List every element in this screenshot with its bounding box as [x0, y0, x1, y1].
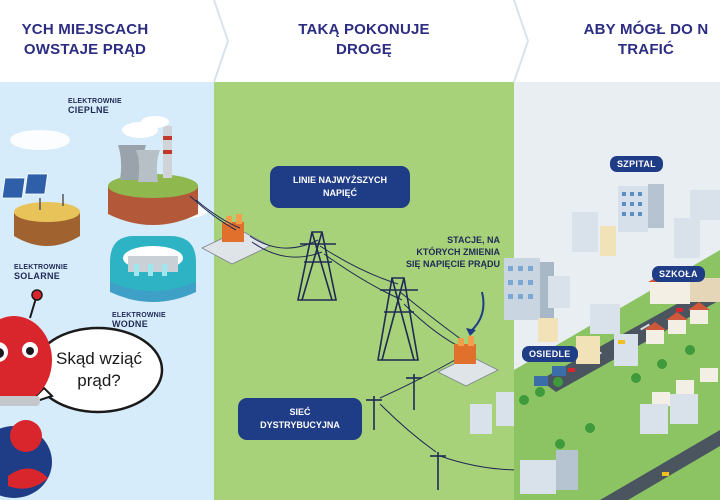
header-right-line-2: TRAFIĆ: [617, 41, 675, 58]
header-right-title: ABY MÓGŁ DO N TRAFIĆ: [572, 0, 720, 80]
substation-right-icon: [437, 336, 499, 387]
house-roofs: [644, 302, 710, 330]
city-illustration: [470, 184, 720, 500]
trees: [519, 345, 695, 449]
hydro-label-line-2: WODNE: [112, 319, 148, 329]
high-voltage-line-2: NAPIĘĆ: [322, 188, 357, 198]
header-strip: [0, 0, 720, 82]
hospital-tag: SZPITAL: [610, 156, 663, 172]
header-center-title: TAKĄ POKONUJE DROGĘ: [214, 0, 514, 80]
header-center-line-1: TAKĄ POKONUJE: [298, 21, 430, 38]
school-tag: SZKOŁA: [652, 266, 705, 282]
distribution-poles: [366, 374, 446, 490]
thermal-plant-label: ELEKTROWNIE CIEPLNE: [68, 98, 122, 115]
distribution-line-2: DYSTRYBUCYJNA: [260, 420, 340, 430]
header-right-line-1: ABY MÓGŁ DO N: [583, 21, 709, 38]
header-center-line-2: DROGĘ: [335, 41, 392, 58]
high-voltage-lines-callout: LINIE NAJWYŻSZYCH NAPIĘĆ: [270, 166, 410, 208]
header-left-line-2: OWSTAJE PRĄD: [23, 41, 147, 58]
speech-line-1: Skąd wziąć: [56, 349, 142, 368]
thermal-plant-icon: [108, 116, 198, 225]
stations-line-1: STACJE, NA: [447, 235, 500, 245]
building-hospital-icon: [618, 184, 664, 232]
callout-arrow: [469, 291, 485, 333]
header-left-title: YCH MIEJSCACH OWSTAJE PRĄD: [0, 0, 210, 80]
pylon-1-icon: [297, 231, 337, 301]
thermal-label-line-2: CIEPLNE: [68, 105, 110, 115]
solar-plant-icon: [1, 173, 80, 246]
solar-label-line-1: ELEKTROWNIE: [14, 264, 68, 271]
solar-plant-label: ELEKTROWNIE SOLARNE: [14, 264, 68, 281]
stations-line-2: KTÓRYCH ZMIENIA: [416, 247, 500, 257]
solar-label-line-2: SOLARNE: [14, 271, 61, 281]
hydro-plant-icon: [110, 236, 196, 302]
header-left-line-1: YCH MIEJSCACH: [21, 21, 149, 38]
speech-line-2: prąd?: [77, 371, 121, 390]
lower-buildings: [470, 392, 698, 494]
building-cluster: [538, 190, 720, 366]
pylon-2-icon: [377, 277, 419, 361]
tall-building-icon: [504, 258, 554, 322]
distribution-network-callout: SIEĆ DYSTRYBUCYJNA: [238, 398, 362, 440]
stations-callout: STACJE, NA KTÓRYCH ZMIENIA SIĘ NAPIĘCIE …: [390, 234, 500, 270]
header-divider-right: [513, 0, 530, 83]
estate-tag: OSIEDLE: [522, 346, 578, 362]
distribution-line-1: SIEĆ: [289, 407, 311, 417]
hydro-label-line-1: ELEKTROWNIE: [112, 312, 166, 319]
stations-line-3: SIĘ NAPIĘCIE PRĄDU: [405, 259, 500, 269]
hydro-plant-label: ELEKTROWNIE WODNE: [112, 312, 166, 329]
houses: [646, 310, 718, 406]
blue-houses: [534, 366, 566, 386]
high-voltage-line-1: LINIE NAJWYŻSZYCH: [292, 175, 387, 185]
header-divider-left: [213, 0, 230, 83]
thermal-label-line-1: ELEKTROWNIE: [68, 98, 122, 105]
mascot-robot-icon: [0, 289, 52, 498]
speech-text: Skąd wziąć prąd?: [38, 328, 160, 412]
cars: [568, 308, 683, 476]
